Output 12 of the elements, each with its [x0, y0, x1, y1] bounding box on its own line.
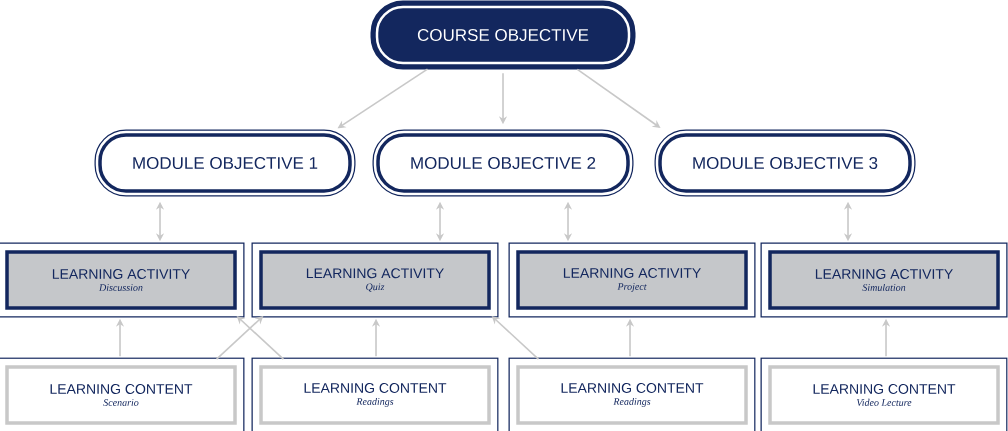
- objective-pill: MODULE OBJECTIVE 1: [94, 129, 356, 197]
- activity-box: LEARNING ACTIVITY Discussion: [0, 242, 245, 318]
- objective-pill: MODULE OBJECTIVE 3: [654, 129, 916, 197]
- content-box: LEARNING CONTENT Readings: [508, 357, 756, 431]
- activity-box: LEARNING ACTIVITY Quiz: [251, 242, 499, 318]
- objective-pill: COURSE OBJECTIVE: [370, 0, 636, 70]
- content-box: LEARNING CONTENT Scenario: [0, 357, 245, 431]
- activity-box: LEARNING ACTIVITY Simulation: [760, 242, 1008, 318]
- content-box: LEARNING CONTENT Video Lecture: [760, 357, 1008, 431]
- objective-pill: MODULE OBJECTIVE 2: [372, 129, 634, 197]
- activity-box: LEARNING ACTIVITY Project: [508, 242, 756, 318]
- content-box: LEARNING CONTENT Readings: [251, 357, 499, 431]
